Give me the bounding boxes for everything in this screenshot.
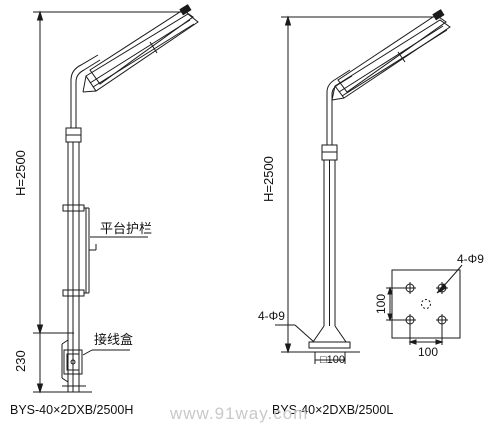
left-luminaire [82,4,199,93]
guardrail-label: 平台护栏 [100,221,153,236]
right-hole-callout [275,324,346,364]
junction-box-label: 接线盒 [94,332,134,347]
right-pole [300,144,360,353]
right-height-label: H=2500 [261,156,276,202]
left-height-dimension [33,10,188,394]
right-height-dimension [281,15,440,354]
left-arm [70,54,101,128]
right-luminaire [331,9,451,101]
base-plate-detail [386,264,463,345]
right-arm [326,69,353,145]
plate-dim-horizontal: 100 [418,345,439,359]
base-plate-label: □100 [320,354,345,366]
left-caption: BYS-40×2DXB/2500H [10,403,134,417]
left-height-label: H=2500 [13,150,28,196]
right-caption: BYS-40×2DXB/2500L [272,403,394,417]
left-base-height-label: 230 [13,350,28,372]
left-pole [58,127,97,393]
hole-label-right: 4-Φ9 [457,252,484,266]
watermark: www.91way.com [170,404,309,423]
plate-dim-vertical: 100 [374,293,388,314]
left-leaders [82,236,148,356]
hole-label-left: 4-Φ9 [258,309,285,323]
